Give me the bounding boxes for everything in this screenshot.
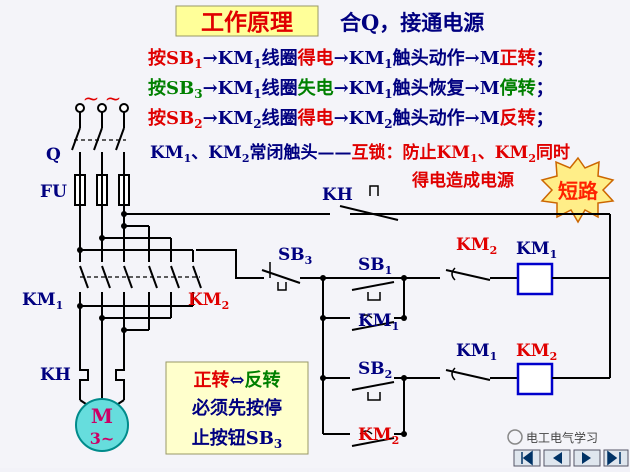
ac-tilde-2: ~ — [105, 86, 122, 110]
label-km2-main: KM2 — [188, 290, 229, 312]
label-km1-main: KM1 — [22, 290, 63, 312]
label-sb3: SB3 — [278, 245, 312, 267]
last-slide-button[interactable] — [603, 449, 629, 467]
wechat-icon — [507, 429, 523, 445]
junction-dots — [77, 211, 407, 437]
triangle-right-icon — [582, 452, 591, 464]
page-title: 工作原理 — [201, 9, 293, 36]
nav-bar — [513, 449, 629, 467]
control-circuit — [196, 185, 611, 447]
note-line-1: 正转⇔反转 — [193, 369, 280, 391]
label-kh: KH — [40, 365, 71, 385]
skip-back-icon — [521, 450, 533, 466]
rule-line-1: 按SB1→KM1线圈得电→KM1触头动作→M正转； — [148, 47, 554, 71]
triangle-left-icon — [553, 452, 562, 464]
rule-line-4: KM1、KM2常闭触头——互锁：防止KM1、KM2同时 — [150, 142, 570, 165]
label-km1-nc: KM1 — [456, 341, 497, 363]
label-coil-km1: KM1 — [516, 239, 557, 261]
motor-symbol — [75, 398, 129, 452]
note-line-2: 必须先按停 — [191, 397, 282, 419]
label-km1-hold: KM1 — [358, 311, 399, 333]
label-coil-km2: KM2 — [516, 341, 557, 363]
prev-slide-button[interactable] — [543, 449, 571, 467]
label-fu: FU — [40, 182, 67, 202]
note-line-3: 止按钮SB3 — [192, 427, 283, 451]
rule-line-3: 按SB2→KM2线圈得电→KM2触头动作→M反转； — [148, 107, 554, 131]
note-box — [165, 361, 309, 455]
motor-label-phase: 3~ — [90, 429, 115, 448]
watermark-text: 电工电气学习 — [526, 430, 598, 445]
label-km2-hold: KM2 — [358, 425, 399, 447]
title-box — [175, 5, 319, 37]
skip-forward-icon — [607, 450, 621, 466]
first-slide-button[interactable] — [513, 449, 541, 467]
burst-shape — [540, 156, 615, 224]
label-kh-contact: KH — [322, 185, 353, 205]
burst-label: 短路 — [558, 179, 599, 203]
label-km2-nc: KM2 — [456, 235, 497, 257]
rule-line-5: 得电造成电源 — [411, 170, 514, 191]
rule-line-2: 按SB3→KM1线圈失电→KM1触头恢复→M停转； — [148, 77, 554, 101]
label-q: Q — [46, 145, 61, 165]
label-sb2: SB2 — [358, 359, 392, 381]
page-subtitle: 合Q，接通电源 — [340, 10, 484, 35]
next-slide-button[interactable] — [573, 449, 601, 467]
motor-label-m: M — [91, 404, 113, 428]
ac-tilde-1: ~ — [83, 86, 100, 110]
label-sb1: SB1 — [358, 255, 392, 277]
